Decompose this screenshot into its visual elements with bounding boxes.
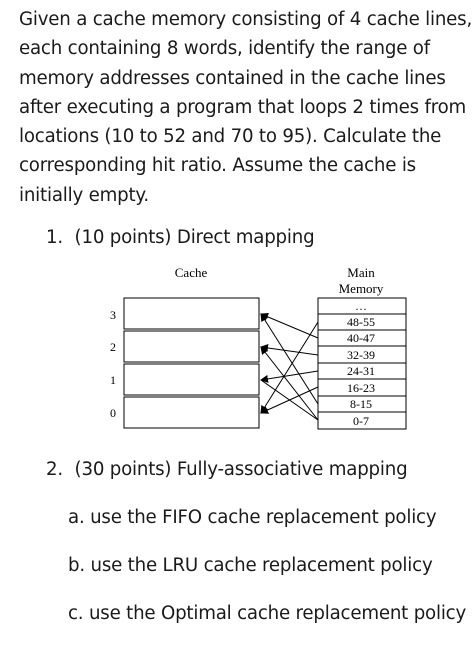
memory-block: 0-7 bbox=[353, 414, 369, 428]
part2-subitem-optimal: c. use the Optimal cache replacement pol… bbox=[68, 603, 467, 624]
cache-line-3 bbox=[123, 297, 260, 330]
direct-mapping-diagram: Cache 3 2 1 0 Main Memory … 48-55 40-47 … bbox=[110, 265, 407, 430]
memory-block-ellipsis: … bbox=[355, 299, 367, 313]
memory-title-memory: Memory bbox=[339, 281, 384, 296]
memory-block: 24-31 bbox=[347, 364, 375, 378]
part2-number: 2. bbox=[46, 459, 63, 480]
part2-subitem-lru: b. use the LRU cache replacement policy bbox=[68, 555, 433, 576]
part1-heading: 1. (10 points) Direct mapping bbox=[46, 227, 315, 248]
memory-block: 40-47 bbox=[347, 331, 375, 345]
memory-block: 48-55 bbox=[347, 315, 375, 329]
question-line: initially empty. bbox=[19, 184, 149, 206]
question-text: Given a cache memory consisting of 4 cac… bbox=[19, 5, 473, 210]
part1-title: (10 points) Direct mapping bbox=[74, 227, 315, 248]
cache-line-number: 2 bbox=[110, 340, 116, 354]
memory-block: 16-23 bbox=[347, 381, 375, 395]
question-line: locations (10 to 52 and 70 to 95). Calcu… bbox=[19, 126, 442, 148]
question-line: Given a cache memory consisting of 4 cac… bbox=[19, 9, 473, 30]
memory-block: 32-39 bbox=[347, 348, 375, 362]
cache-line-0 bbox=[123, 396, 260, 429]
part2-heading: 2. (30 points) Fully-associative mapping bbox=[46, 459, 408, 480]
mapping-arrows bbox=[260, 313, 319, 421]
cache-title: Cache bbox=[175, 265, 208, 280]
question-line: memory addresses contained in the cache … bbox=[19, 67, 446, 89]
cache-line-2 bbox=[123, 330, 260, 363]
memory-title-main: Main bbox=[347, 265, 375, 280]
part2-subitem-fifo: a. use the FIFO cache replacement policy bbox=[68, 507, 437, 528]
question-line: corresponding hit ratio. Assume the cach… bbox=[19, 155, 416, 177]
question-line: after executing a program that loops 2 t… bbox=[19, 96, 467, 118]
cache-line-number: 1 bbox=[110, 373, 116, 387]
part1-number: 1. bbox=[46, 227, 63, 248]
cache-line-number: 3 bbox=[110, 308, 116, 322]
question-line: each containing 8 words, identify the ra… bbox=[19, 38, 430, 60]
cache-line-number: 0 bbox=[110, 406, 116, 420]
memory-block: 8-15 bbox=[350, 397, 372, 411]
cache-line-1 bbox=[123, 363, 260, 396]
part2-title: (30 points) Fully-associative mapping bbox=[74, 459, 408, 480]
